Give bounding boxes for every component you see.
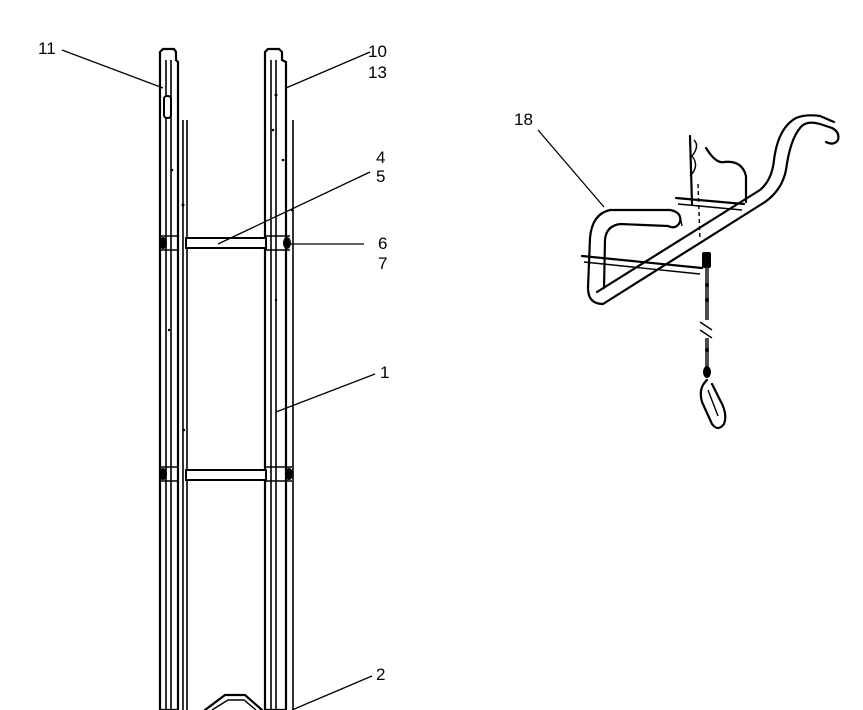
right-rail xyxy=(263,47,294,710)
callout-1: 1 xyxy=(380,363,389,382)
chain xyxy=(699,252,713,378)
snap-hook xyxy=(699,378,727,430)
rung-lower xyxy=(185,469,267,481)
rung-joints xyxy=(159,235,293,482)
callout-6: 6 xyxy=(378,234,387,253)
step-hook-assembly xyxy=(580,114,840,430)
callout-4: 4 xyxy=(376,148,385,167)
ladder-assembly xyxy=(158,47,294,710)
callout-7: 7 xyxy=(378,254,387,273)
callout-2: 2 xyxy=(376,665,385,684)
callout-10: 10 xyxy=(368,42,387,61)
callout-13: 13 xyxy=(368,63,387,82)
callout-labels: 11 10 13 4 5 6 7 1 2 18 xyxy=(38,39,533,684)
left-rail xyxy=(158,47,188,710)
callout-5: 5 xyxy=(376,167,385,186)
bottom-bracket xyxy=(203,693,264,710)
rung-upper xyxy=(185,237,267,249)
callout-leaders xyxy=(61,49,605,710)
callout-18: 18 xyxy=(514,110,533,129)
callout-11: 11 xyxy=(38,39,56,58)
